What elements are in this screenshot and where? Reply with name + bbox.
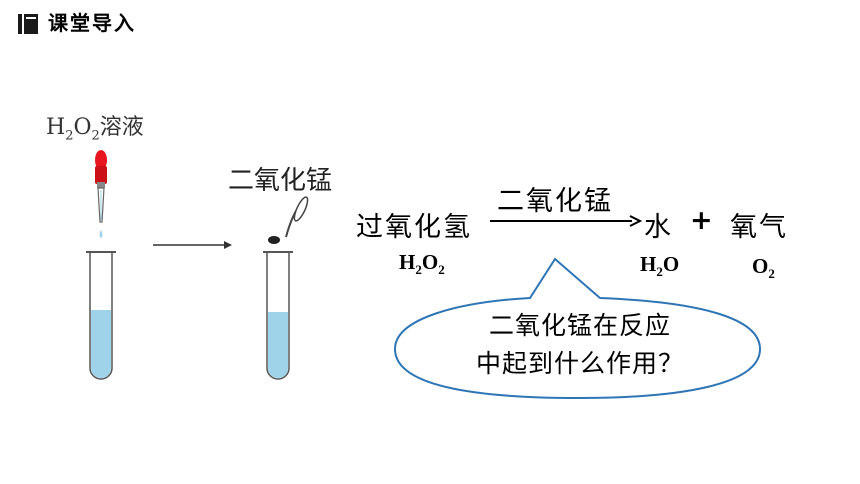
equation-plus: + [690, 205, 715, 236]
equation-reactant: 过氧化氢 [356, 212, 472, 243]
product-1-formula: H2O [640, 252, 680, 280]
spoon-label: 二氧化锰 [228, 166, 333, 196]
equation-product-1: 水 [644, 212, 673, 243]
speech-bubble [393, 257, 762, 400]
equation-product-2: 氧气 [730, 212, 788, 243]
question-line-1: 二氧化锰在反应 [488, 311, 671, 340]
test-tube-1 [86, 251, 116, 380]
reactant-formula: H2O2 [399, 250, 445, 278]
transition-arrow [153, 241, 232, 249]
question-line-2: 中起到什么作用？ [475, 349, 684, 378]
equation-catalyst: 二氧化锰 [497, 186, 613, 217]
question-text: 二氧化锰在反应 中起到什么作用？ [425, 307, 735, 383]
dropper-label: H2O2溶液 [46, 115, 144, 144]
spoon-icon [268, 196, 309, 244]
book-icon [18, 14, 38, 34]
page-title: 课堂导入 [48, 11, 136, 35]
test-tube-2 [263, 251, 293, 380]
product-2-formula: O2 [752, 254, 775, 282]
dropper-icon [95, 150, 107, 238]
reaction-arrow [490, 215, 643, 227]
